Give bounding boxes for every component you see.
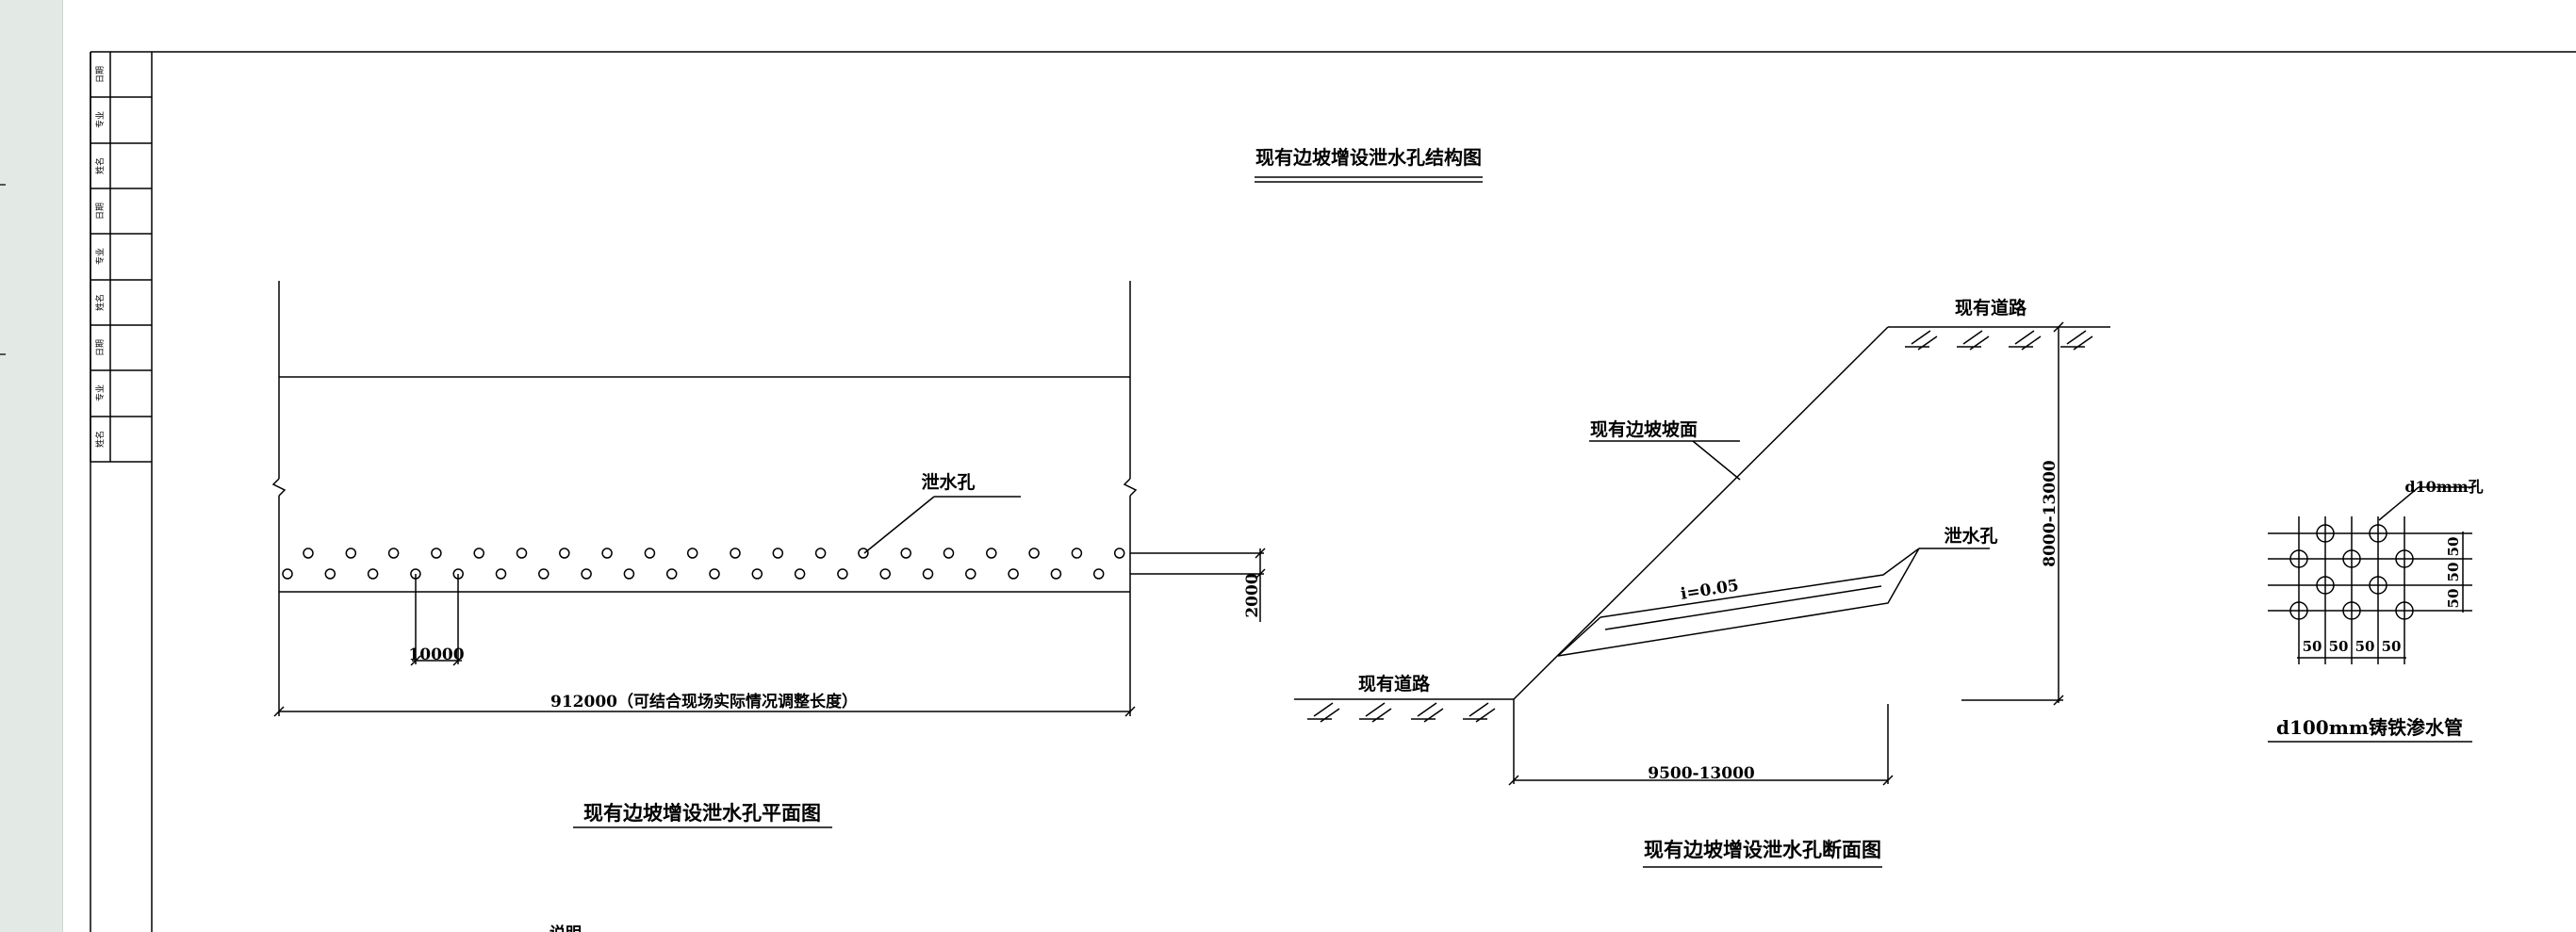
pipe-v-spacing-3: 50	[2445, 589, 2462, 609]
drain-hole-lower	[879, 568, 891, 580]
drain-hole-upper	[686, 548, 698, 559]
pipe-hole	[2395, 549, 2414, 568]
title-block-cell: 日期	[95, 203, 106, 220]
drain-hole-upper	[473, 548, 484, 559]
drain-hole-lower	[965, 568, 976, 580]
drain-hole-upper	[730, 548, 741, 559]
drain-hole-lower	[1008, 568, 1019, 580]
section-title: 现有边坡增设泄水孔断面图	[1644, 838, 1881, 861]
drain-hole-upper	[1028, 548, 1040, 559]
drain-hole-upper	[943, 548, 955, 559]
drain-hole-upper	[303, 548, 314, 559]
section-hole-label: 泄水孔	[1944, 525, 1997, 547]
drain-hole-rows	[282, 548, 1125, 580]
pipe-h-spacing-2: 50	[2329, 638, 2349, 655]
drain-hole-lower	[581, 568, 592, 580]
section-slope-face: 现有边坡坡面	[1590, 418, 1698, 440]
title-block-cell: 专业	[94, 248, 106, 265]
pipe-hole	[2369, 524, 2387, 543]
pipe-holes	[2289, 524, 2414, 620]
drain-hole-upper	[814, 548, 827, 559]
pipe-hole-label: d10mm孔	[2404, 478, 2483, 496]
pipe-hole	[2289, 549, 2308, 568]
sidebar-marker	[0, 184, 6, 186]
drain-hole-lower	[324, 568, 336, 580]
pipe-hole	[2316, 576, 2335, 595]
main-title: 现有边坡增设泄水孔结构图	[1255, 146, 1482, 169]
section-road-top: 现有道路	[1955, 297, 2027, 319]
drain-hole-lower	[367, 568, 379, 580]
drain-hole-lower	[709, 568, 720, 580]
title-block-cell: 专业	[94, 111, 106, 128]
cad-drawing: 现有边坡增设泄水孔结构图 泄水孔 10000 2000 912000（可结合现场…	[90, 51, 2576, 932]
title-block-cell: 日期	[95, 66, 106, 83]
drain-hole-upper	[858, 548, 869, 559]
pipe-hole	[2342, 601, 2361, 620]
drain-hole-upper	[345, 548, 357, 559]
section-height-dim: 8000-13000	[2041, 460, 2059, 567]
title-block-cell: 姓名	[94, 157, 106, 174]
drain-hole-lower	[837, 568, 848, 580]
title-block-cell: 姓名	[94, 431, 106, 448]
drain-hole-upper	[516, 548, 528, 559]
pipe-v-spacing-2: 50	[2445, 563, 2462, 582]
drain-hole-lower	[452, 568, 464, 580]
pipe-v-spacing-1: 50	[2445, 537, 2462, 557]
section-slope-ratio: i=0.05	[1680, 576, 1740, 603]
sidebar-marker	[0, 353, 6, 355]
drain-hole-upper	[1113, 548, 1125, 559]
drain-hole-upper	[601, 548, 613, 559]
plan-length-dim: 912000（可结合现场实际情况调整长度）	[550, 692, 858, 711]
pipe-h-spacing-1: 50	[2303, 638, 2322, 655]
pipe-detail	[2268, 486, 2472, 743]
plan-hole-label: 泄水孔	[921, 471, 975, 493]
drain-hole-lower	[794, 568, 806, 580]
drain-hole-lower	[1050, 568, 1062, 580]
notes-heading: 说明	[550, 924, 582, 932]
drain-hole-upper	[772, 548, 784, 559]
pipe-hole	[2369, 576, 2387, 595]
pipe-hole	[2316, 524, 2335, 543]
pipe-hole	[2395, 601, 2414, 620]
drain-hole-lower	[538, 568, 550, 580]
section-view	[1294, 321, 2110, 868]
drain-hole-upper	[900, 548, 911, 559]
drawing-sheet: 现有边坡增设泄水孔结构图 泄水孔 10000 2000 912000（可结合现场…	[62, 0, 2576, 932]
drain-hole-lower	[282, 568, 293, 580]
drain-hole-upper	[431, 548, 442, 559]
section-width-dim: 9500-13000	[1648, 764, 1755, 783]
drain-hole-lower	[665, 568, 678, 580]
title-block-cell: 姓名	[94, 294, 106, 311]
drain-hole-lower	[410, 568, 421, 580]
plan-title: 现有边坡增设泄水孔平面图	[583, 801, 821, 825]
drain-hole-lower	[1092, 568, 1105, 580]
title-block-cell: 专业	[94, 384, 106, 401]
drain-hole-upper	[1071, 548, 1083, 559]
pipe-h-spacing-3: 50	[2355, 638, 2375, 655]
drain-hole-lower	[495, 568, 507, 580]
title-block-cell: 日期	[95, 339, 106, 356]
drain-hole-upper	[986, 548, 997, 559]
drain-hole-lower	[922, 568, 934, 580]
drain-hole-upper	[387, 548, 400, 559]
drain-hole-upper	[644, 548, 656, 559]
title-block-grid	[90, 52, 152, 463]
pipe-hole	[2289, 601, 2308, 620]
plan-view	[271, 281, 1266, 828]
left-sidebar	[0, 0, 62, 932]
plan-vertical-dim: 2000	[1243, 573, 1262, 617]
pipe-hole	[2342, 549, 2361, 568]
pipe-title: d100mm铸铁渗水管	[2276, 716, 2463, 739]
drain-hole-lower	[623, 568, 635, 580]
drain-hole-upper	[559, 548, 570, 559]
section-road-bottom: 现有道路	[1358, 673, 1431, 695]
drain-hole-lower	[751, 568, 763, 580]
pipe-h-spacing-4: 50	[2382, 638, 2402, 655]
plan-spacing-dim: 10000	[408, 646, 464, 664]
